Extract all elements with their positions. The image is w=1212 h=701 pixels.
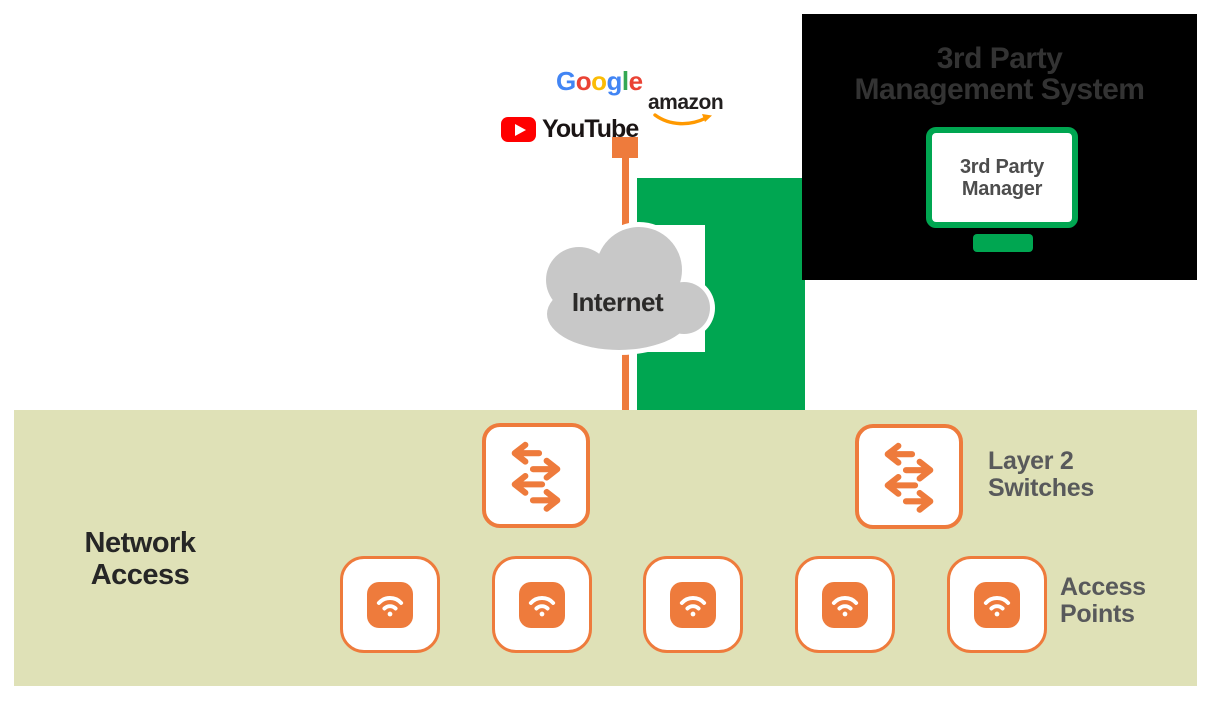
wifi-icon	[974, 581, 1020, 628]
switch-arrows-icon	[884, 442, 934, 513]
manager-monitor-label-line2: Manager	[961, 177, 1043, 200]
switch-arrows-icon	[511, 441, 561, 512]
google-letter: G	[556, 66, 576, 96]
access-point-icon	[795, 556, 895, 653]
manager-monitor-icon: 3rd Party Manager	[926, 127, 1078, 228]
layer2-switch-icon	[482, 423, 590, 528]
google-logo: Google	[556, 66, 643, 97]
amazon-logo: amazon	[648, 91, 724, 126]
youtube-logo: YouTube	[501, 115, 639, 144]
access-points-label-line1: Access	[1060, 573, 1146, 601]
internet-cloud-label: Internet	[571, 287, 664, 317]
google-letter: o	[591, 66, 607, 96]
access-point-icon	[643, 556, 743, 653]
access-point-icon	[947, 556, 1047, 653]
wifi-icon	[367, 581, 413, 628]
layer2-switches-label-line2: Switches	[988, 473, 1094, 502]
access-point-icon	[340, 556, 440, 653]
wifi-icon	[670, 581, 716, 628]
layer2-switches-label: Layer 2 Switches	[988, 448, 1094, 501]
google-letter: g	[606, 66, 623, 96]
management-system-title: 3rd Party Management System	[802, 42, 1197, 106]
internet-uplink-node	[612, 137, 638, 158]
network-access-title-line2: Access	[90, 559, 190, 592]
network-access-title: Network Access	[40, 527, 240, 592]
google-letter: e	[628, 66, 643, 96]
monitor-stand-icon	[973, 234, 1033, 252]
wifi-icon	[822, 581, 868, 628]
network-access-title-line1: Network	[84, 527, 196, 559]
manager-monitor-label-line1: 3rd Party	[959, 155, 1044, 178]
google-letter: o	[575, 66, 592, 96]
layer2-switch-icon	[855, 424, 963, 529]
amazon-smile-icon	[653, 113, 712, 126]
access-point-icon	[492, 556, 592, 653]
access-points-label-line2: Points	[1060, 599, 1135, 628]
wifi-icon	[519, 581, 565, 628]
access-points-label: Access Points	[1060, 574, 1146, 627]
network-access-band: Network Access	[14, 410, 1197, 686]
google-letter: l	[621, 66, 629, 96]
management-system-title-line2: Management System	[854, 72, 1145, 106]
internet-cloud-icon	[541, 222, 715, 355]
amazon-wordmark: amazon	[648, 91, 724, 114]
youtube-play-icon	[501, 117, 536, 142]
management-system-title-line1: 3rd Party	[936, 42, 1063, 75]
layer2-switches-label-line1: Layer 2	[988, 447, 1074, 475]
management-system-panel: 3rd Party Management System 3rd Party Ma…	[802, 14, 1197, 280]
